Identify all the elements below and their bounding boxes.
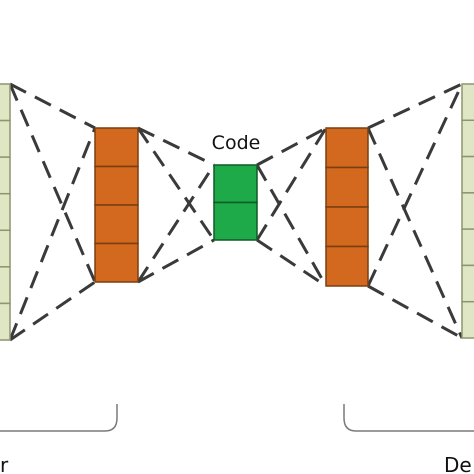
- connection-line: [8, 127, 97, 341]
- output-layer-cell: [461, 228, 474, 267]
- input-layer-cell: [0, 156, 11, 195]
- connection-line: [366, 83, 464, 287]
- connection-line: [256, 238, 327, 288]
- input-layer-cell: [0, 302, 11, 341]
- connection-line: [9, 280, 96, 342]
- input-layer: [0, 83, 11, 341]
- input-layer-cell: [0, 192, 11, 232]
- connection-line: [137, 126, 215, 167]
- encoder-hidden-layer: [94, 127, 139, 283]
- connection-line: [9, 82, 96, 130]
- connection-line: [367, 82, 463, 130]
- output-layer-cell: [461, 300, 474, 339]
- connections: [8, 82, 464, 342]
- encoder-label-fragment: r: [0, 453, 9, 474]
- input-layer-cell: [0, 266, 11, 305]
- decoder-hidden-layer-cell: [325, 127, 369, 169]
- connection-line: [8, 83, 97, 283]
- code-layer-cell: [213, 164, 258, 204]
- output-layer-cell: [461, 192, 474, 230]
- output-layer-cell: [461, 155, 474, 194]
- connection-line: [256, 126, 327, 167]
- input-layer-cell: [0, 83, 11, 122]
- decoder-brace: [343, 404, 474, 432]
- code-layer-cell: [213, 201, 258, 241]
- output-layer: [461, 83, 474, 339]
- decoder-hidden-layer: [325, 127, 369, 287]
- connection-line: [255, 127, 328, 241]
- connection-line: [137, 238, 215, 284]
- input-layer-cell: [0, 119, 11, 158]
- input-layer-cell: [0, 229, 11, 268]
- code-label: Code: [212, 132, 261, 154]
- output-layer-cell: [461, 119, 474, 158]
- connection-line: [366, 127, 464, 339]
- connection-line: [136, 164, 216, 283]
- encoder-hidden-layer-cell: [94, 127, 139, 168]
- decoder-hidden-layer-cell: [325, 245, 369, 287]
- decoder-hidden-layer-cell: [325, 206, 369, 248]
- encoder-brace: [0, 404, 118, 432]
- encoder-hidden-layer-cell: [94, 204, 139, 245]
- code-layer: [213, 164, 258, 241]
- output-layer-cell: [461, 83, 474, 122]
- decoder-hidden-layer-cell: [325, 166, 369, 208]
- output-layer-cell: [461, 264, 474, 303]
- decoder-label-fragment: De: [444, 453, 472, 474]
- encoder-hidden-layer-cell: [94, 165, 139, 206]
- connection-line: [367, 284, 463, 340]
- connection-line: [136, 127, 216, 241]
- connection-line: [255, 164, 328, 287]
- encoder-hidden-layer-cell: [94, 242, 139, 283]
